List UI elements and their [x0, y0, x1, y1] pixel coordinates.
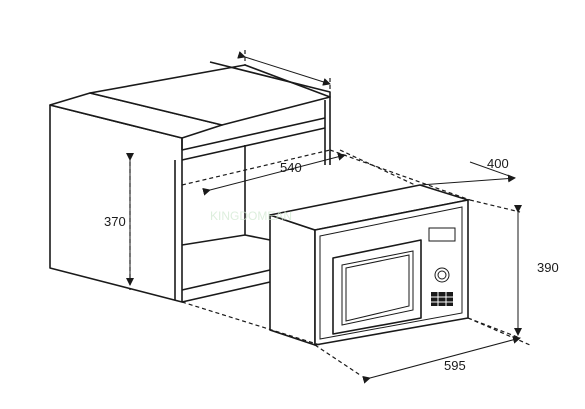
cabinet-left-panel [49, 104, 183, 303]
control-knob [434, 267, 450, 283]
dim-line-top [237, 51, 331, 86]
dim-label-540: 540 [280, 160, 302, 175]
dim-line-595 [362, 335, 521, 384]
dimension-lines [126, 51, 522, 384]
control-buttons [431, 292, 453, 306]
dim-label-595: 595 [444, 358, 466, 373]
microwave-appliance [269, 184, 469, 346]
dim-label-370: 370 [104, 214, 126, 229]
dim-label-400: 400 [487, 156, 509, 171]
watermark-text: KINGDOMEAN [210, 209, 292, 223]
dim-label-390: 390 [537, 260, 559, 275]
microwave-side [269, 214, 316, 346]
control-display [428, 227, 456, 242]
dim-line-540 [202, 152, 346, 196]
microwave-door [332, 239, 422, 335]
dim-line-400-ext [469, 161, 516, 179]
